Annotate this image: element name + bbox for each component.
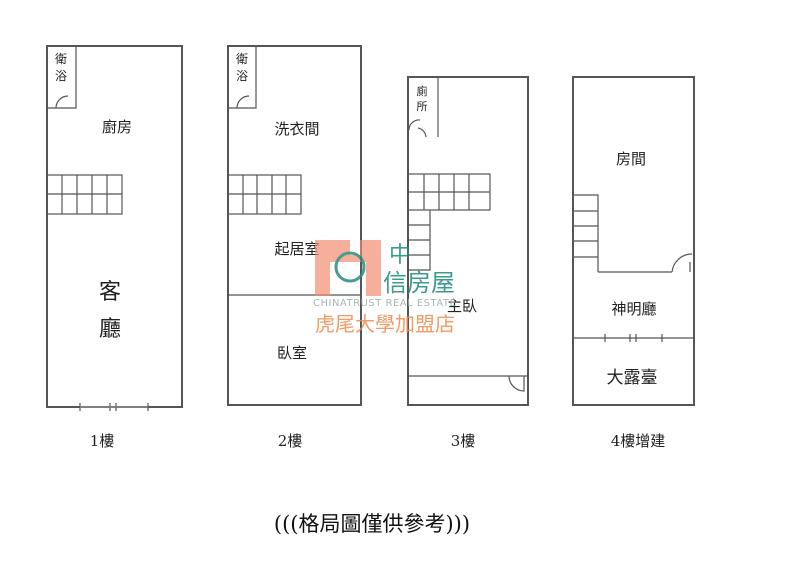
floor-3-plan: 廁 所 主臥 3樓 <box>407 76 529 450</box>
floor-4-plan: 房間 神明廳 大露臺 4樓增建 <box>572 76 695 450</box>
door-arc-icon <box>671 253 693 273</box>
watermark-logo: 中 信房屋 CHINATRUST REAL ESTATE 虎尾大學加盟店 <box>313 240 456 336</box>
globe-icon <box>334 251 366 283</box>
staircase <box>573 194 599 272</box>
window-marks <box>604 334 663 342</box>
floor-3-outline <box>407 76 529 406</box>
staircase <box>227 174 302 215</box>
floor-label: 1樓 <box>90 432 115 450</box>
room-label: 所 <box>417 100 428 113</box>
brand-logo-icon <box>315 240 381 296</box>
floor-1-plan: 衛 浴 廚房 客 廳 1樓 <box>46 45 183 450</box>
room-label: 廳 <box>99 317 121 342</box>
room-label: 房間 <box>616 150 646 168</box>
staircase <box>407 173 491 271</box>
room-label: 廚房 <box>102 118 132 136</box>
floor-label: 3樓 <box>451 432 476 450</box>
room-label: 起居室 <box>274 240 319 258</box>
door-arc-icon <box>236 95 250 109</box>
door-arc-icon <box>408 119 427 138</box>
floor-label: 4樓增建 <box>611 432 666 450</box>
floor-label: 2樓 <box>278 432 303 450</box>
floor-2-plan: 衛 浴 洗衣間 起居室 臥室 2樓 <box>227 45 362 450</box>
brand-name-top: 中 <box>389 243 411 268</box>
staircase <box>46 174 123 215</box>
brand-english: CHINATRUST REAL ESTATE <box>313 298 456 309</box>
door-arc-icon <box>508 375 525 392</box>
bathroom-wall <box>47 46 77 109</box>
door-arc-icon <box>55 95 69 109</box>
room-label: 客 <box>99 280 121 305</box>
room-label: 廁 <box>417 84 428 98</box>
room-label: 臥室 <box>277 344 307 362</box>
room-label: 衛 <box>55 52 67 66</box>
branch-name: 虎尾大學加盟店 <box>315 312 455 336</box>
floor-1-outline <box>46 45 183 408</box>
window-marks <box>79 403 149 411</box>
room-label: 浴 <box>55 69 67 83</box>
room-label: 大露臺 <box>607 368 658 388</box>
room-label: 衛 <box>236 52 248 66</box>
room-label: 神明廳 <box>611 300 656 318</box>
brand-name-bottom: 信房屋 <box>383 269 455 297</box>
room-label: 主臥 <box>447 297 477 315</box>
room-label: 洗衣間 <box>274 120 319 138</box>
disclaimer: (((格局圖僅供參考))) <box>274 512 470 536</box>
room-label: 浴 <box>236 69 248 83</box>
floor-2-outline <box>227 45 362 406</box>
